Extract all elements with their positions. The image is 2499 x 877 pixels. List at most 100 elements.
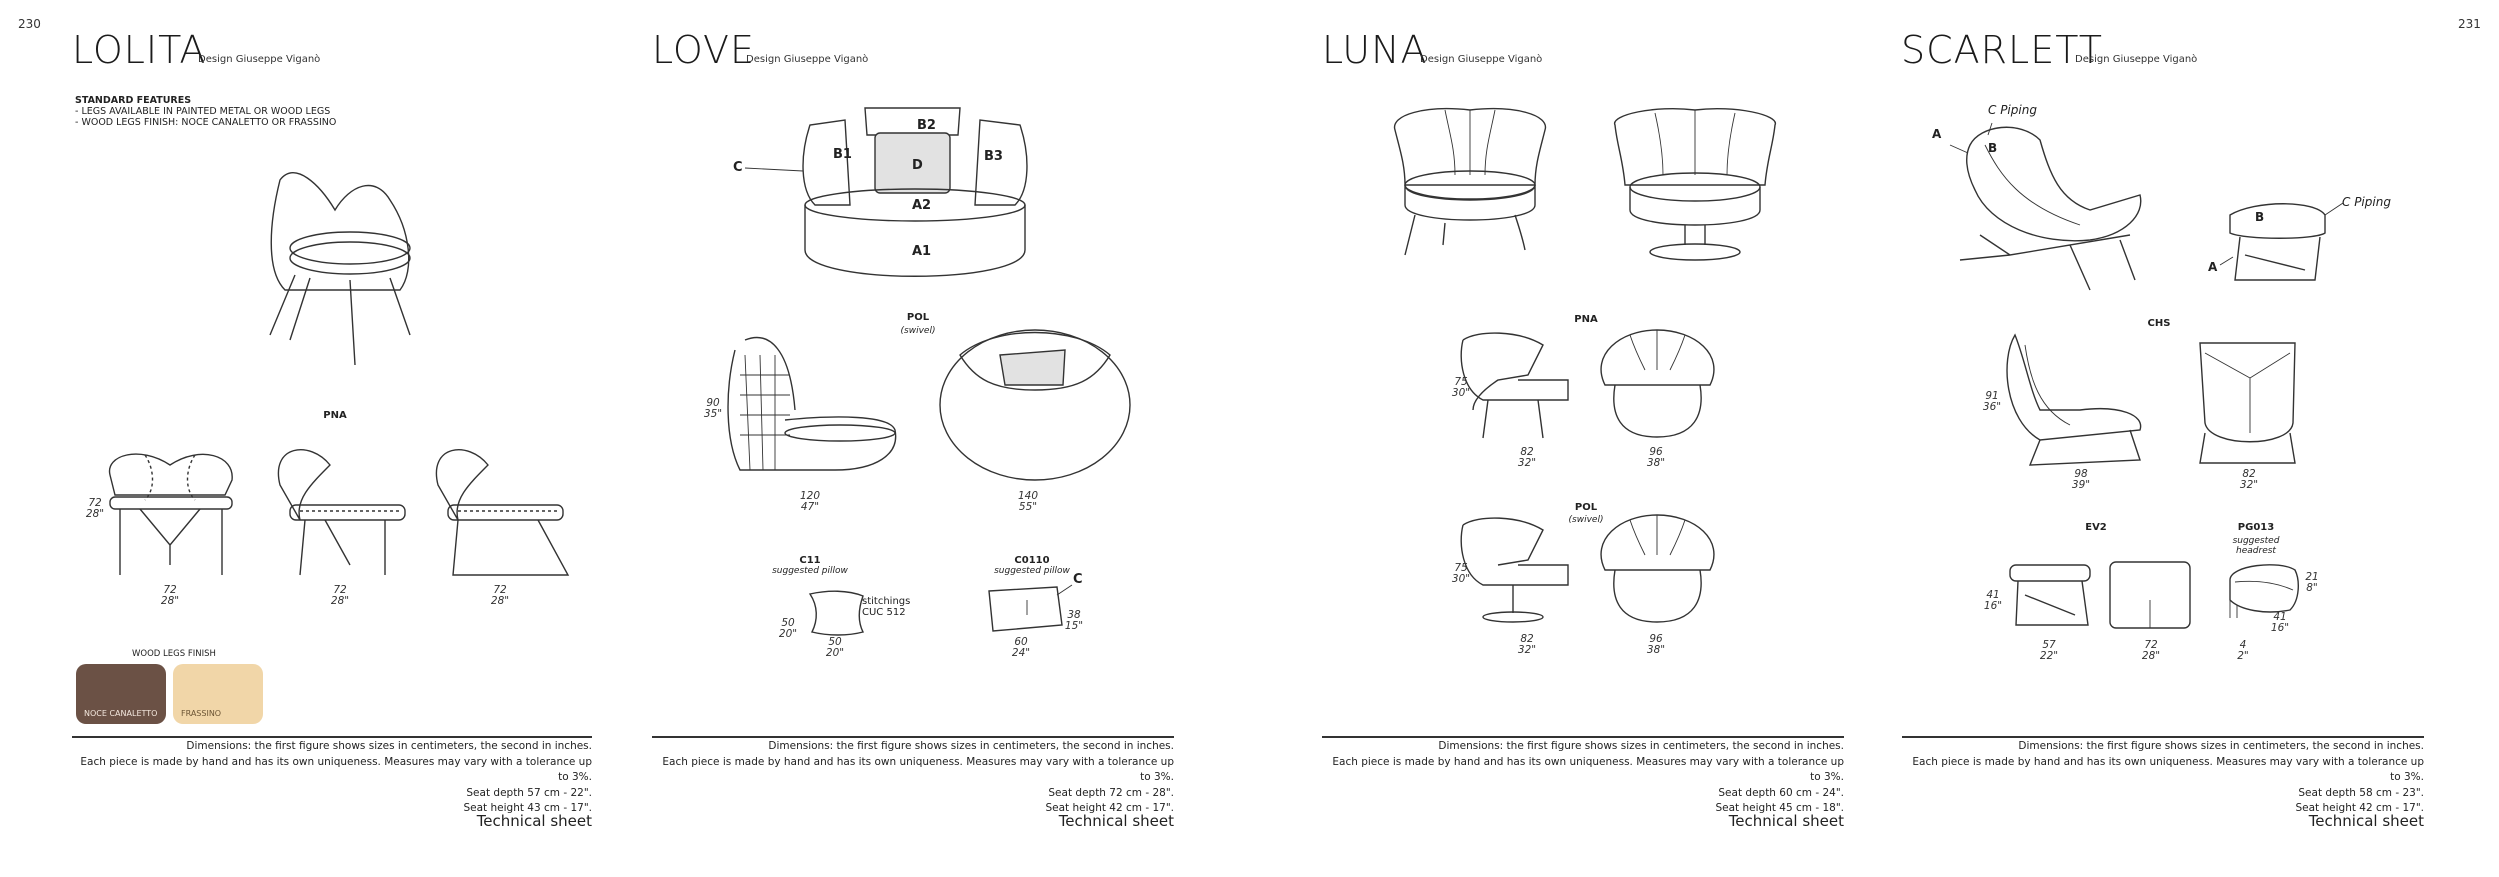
pillow-note: stitchings CUC 512: [862, 596, 911, 618]
scarlett-chs-side-view: [2006, 333, 2142, 466]
model-code: POL: [1574, 502, 1598, 513]
part-label-c: C: [1073, 572, 1083, 587]
pillow-width: 60 24": [1011, 636, 1031, 659]
product-title: LOLITA: [72, 28, 207, 72]
footer-notes: Dimensions: the first figure shows sizes…: [1322, 739, 1844, 817]
dimension-height: 91 36": [1982, 390, 2002, 413]
luna-swivel-armchair-drawing: [1614, 107, 1776, 261]
dimension-width: 82 32": [2239, 468, 2259, 491]
dimension-depth: 82 32": [1517, 633, 1537, 656]
part-label-a1: A1: [912, 244, 932, 259]
pillow-subtitle: suggested pillow: [994, 566, 1070, 576]
footer-line: Each piece is made by hand and has its o…: [1912, 755, 2424, 784]
designer-credit: Design Giuseppe Viganò: [198, 54, 321, 65]
scarlett-pg013-drawing: [2229, 564, 2299, 618]
product-title: SCARLETT: [1901, 28, 2103, 72]
love-armchair-drawing: [802, 107, 1028, 277]
model-code: CHS: [2147, 318, 2171, 329]
pillow-height: 50 20": [778, 617, 798, 640]
dimension-depth: 82 32": [1517, 446, 1537, 469]
designer-credit: Design Giuseppe Viganò: [746, 54, 869, 65]
footer-line: Dimensions: the first figure shows sizes…: [768, 740, 1174, 752]
callout-b: B: [1988, 141, 1998, 155]
lolita-back-view: [435, 449, 570, 576]
footer-line: Seat depth 72 cm - 28".: [1048, 786, 1174, 799]
dimension-height: 75 30": [1451, 562, 1471, 585]
dimension-width: 96 38": [1646, 633, 1666, 656]
product-title: LUNA: [1322, 28, 1428, 72]
part-label-b2: B2: [917, 118, 936, 133]
dimension-height: 75 30": [1451, 376, 1471, 399]
footer-rule: [652, 736, 1174, 738]
technical-sheet-label: Technical sheet: [1728, 812, 1844, 830]
pillow-height: 38 15": [1064, 609, 1084, 632]
dimension-width: 96 38": [1646, 446, 1666, 469]
technical-sheet-label: Technical sheet: [1058, 812, 1174, 830]
page-number-left: 230: [18, 17, 41, 31]
lolita-armchair-drawing: [269, 172, 411, 366]
callout-a: A: [1932, 127, 1942, 141]
swatch-noce-canaletto: NOCE CANALETTO: [76, 664, 166, 724]
footer-line: Each piece is made by hand and has its o…: [80, 755, 592, 784]
scarlett-chs-front-view: [2199, 342, 2296, 464]
footer-line: Seat depth 58 cm - 23".: [2298, 786, 2424, 799]
model-subtitle: (swivel): [900, 326, 936, 336]
part-label-d: D: [912, 158, 923, 173]
model-code: PNA: [1574, 314, 1598, 325]
dimension-front: 72 28": [160, 584, 180, 607]
footer-line: Seat height 45 cm - 18".: [1715, 802, 1844, 814]
callout-a: A: [2208, 260, 2218, 274]
pillow-width: 50 20": [825, 636, 845, 659]
headrest-depth: 41 16": [2270, 611, 2290, 634]
love-top-view: [939, 329, 1131, 481]
scarlett-ev2-views: [2009, 561, 2191, 629]
footer-rule: [1322, 736, 1844, 738]
finish-heading: WOOD LEGS FINISH: [132, 649, 216, 659]
footer-line: Seat depth 60 cm - 24".: [1718, 786, 1844, 799]
headrest-thickness: 4 2": [2237, 639, 2249, 662]
part-label-c: C: [733, 160, 743, 175]
dimension-diameter: 140 55": [1017, 490, 1039, 513]
swatch-label: FRASSINO: [181, 709, 222, 718]
headrest-code: PG013: [2237, 522, 2275, 533]
footer-line: Seat height 42 cm - 17".: [2295, 802, 2424, 814]
pillow-code: C11: [799, 555, 821, 566]
scarlett-armchair-drawing: [1949, 122, 2142, 291]
dimension-depth: 98 39": [2071, 468, 2091, 491]
luna-armchair-drawing: [1393, 108, 1547, 256]
part-label-b3: B3: [984, 149, 1003, 164]
technical-sheet-label: Technical sheet: [476, 812, 592, 830]
footer-notes: Dimensions: the first figure shows sizes…: [1902, 739, 2424, 817]
page-number-right: 231: [2458, 17, 2481, 31]
footer-rule: [72, 736, 592, 738]
footer-line: Dimensions: the first figure shows sizes…: [1438, 740, 1844, 752]
dimension-depth: 120 47": [799, 490, 821, 513]
model-subtitle: (swivel): [1568, 515, 1604, 525]
standard-features: STANDARD FEATURES - LEGS AVAILABLE IN PA…: [75, 95, 336, 128]
feature-line: - WOOD LEGS FINISH: NOCE CANALETTO OR FR…: [75, 117, 337, 128]
pillow-c11-drawing: [808, 590, 865, 636]
footer-line: Dimensions: the first figure shows sizes…: [2018, 740, 2424, 752]
ottoman-depth: 57 22": [2039, 639, 2059, 662]
dimension-back: 72 28": [490, 584, 510, 607]
luna-pol-front-view: [1600, 514, 1715, 623]
luna-pna-side-view: [1460, 332, 1569, 439]
scarlett-ottoman-drawing: [2219, 202, 2344, 281]
product-title: LOVE: [652, 28, 756, 72]
ottoman-height: 41 16": [1983, 589, 2003, 612]
dimension-side: 72 28": [330, 584, 350, 607]
model-code: EV2: [2085, 522, 2107, 533]
pillow-c0110-drawing: [988, 584, 1073, 632]
footer-notes: Dimensions: the first figure shows sizes…: [72, 739, 592, 817]
footer-line: Each piece is made by hand and has its o…: [662, 755, 1174, 784]
footer-line: Seat height 42 cm - 17".: [1045, 802, 1174, 814]
footer-rule: [1902, 736, 2424, 738]
designer-credit: Design Giuseppe Viganò: [2075, 54, 2198, 65]
love-side-view: [727, 336, 897, 471]
leader-line: [744, 167, 804, 172]
headrest-height: 21 8": [2305, 571, 2319, 594]
footer-line: Dimensions: the first figure shows sizes…: [186, 740, 592, 752]
pillow-code: C0110: [1014, 555, 1050, 566]
dimension-height: 72 28": [85, 497, 105, 520]
footer-line: Seat height 43 cm - 17".: [463, 802, 592, 814]
